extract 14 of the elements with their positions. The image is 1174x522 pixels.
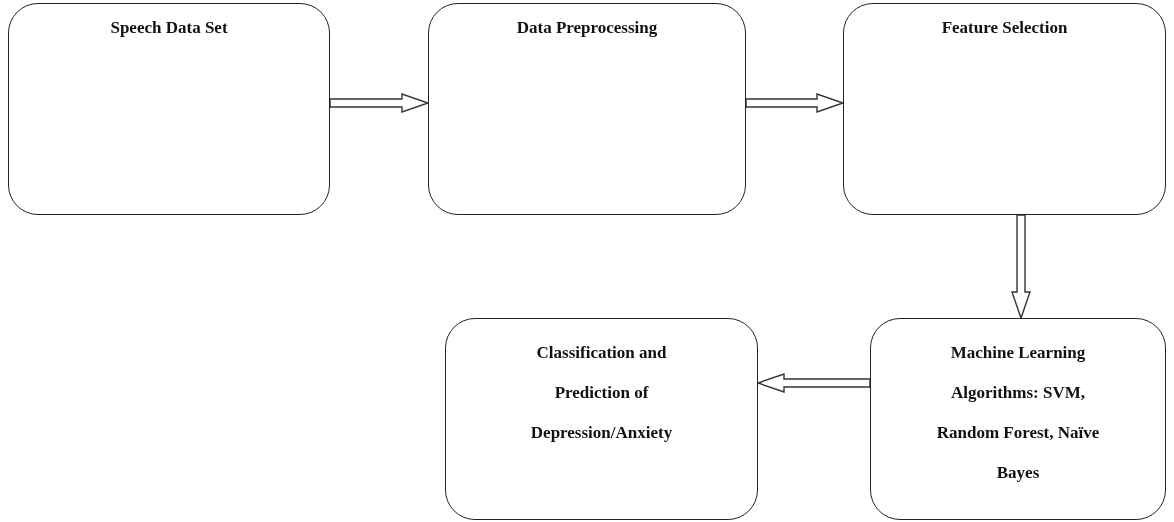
block-arrow: [1011, 214, 1031, 321]
process-box: [445, 318, 758, 520]
box-label: Data Preprocessing: [516, 17, 658, 39]
box-label: Speech Data Set: [110, 17, 228, 39]
box-label: Classification and Prediction of Depression/Anxiety: [529, 342, 674, 444]
process-box: [428, 3, 746, 215]
box-label: Feature Selection: [941, 17, 1068, 39]
block-arrow: [329, 93, 431, 113]
process-box: [8, 3, 330, 215]
process-box: [870, 318, 1166, 520]
block-arrow: [755, 373, 871, 393]
block-arrow: [745, 93, 846, 113]
process-box: [843, 3, 1166, 215]
box-label: Machine Learning Algorithms: SVM, Random Forest, Naïve Bayes: [935, 342, 1101, 484]
